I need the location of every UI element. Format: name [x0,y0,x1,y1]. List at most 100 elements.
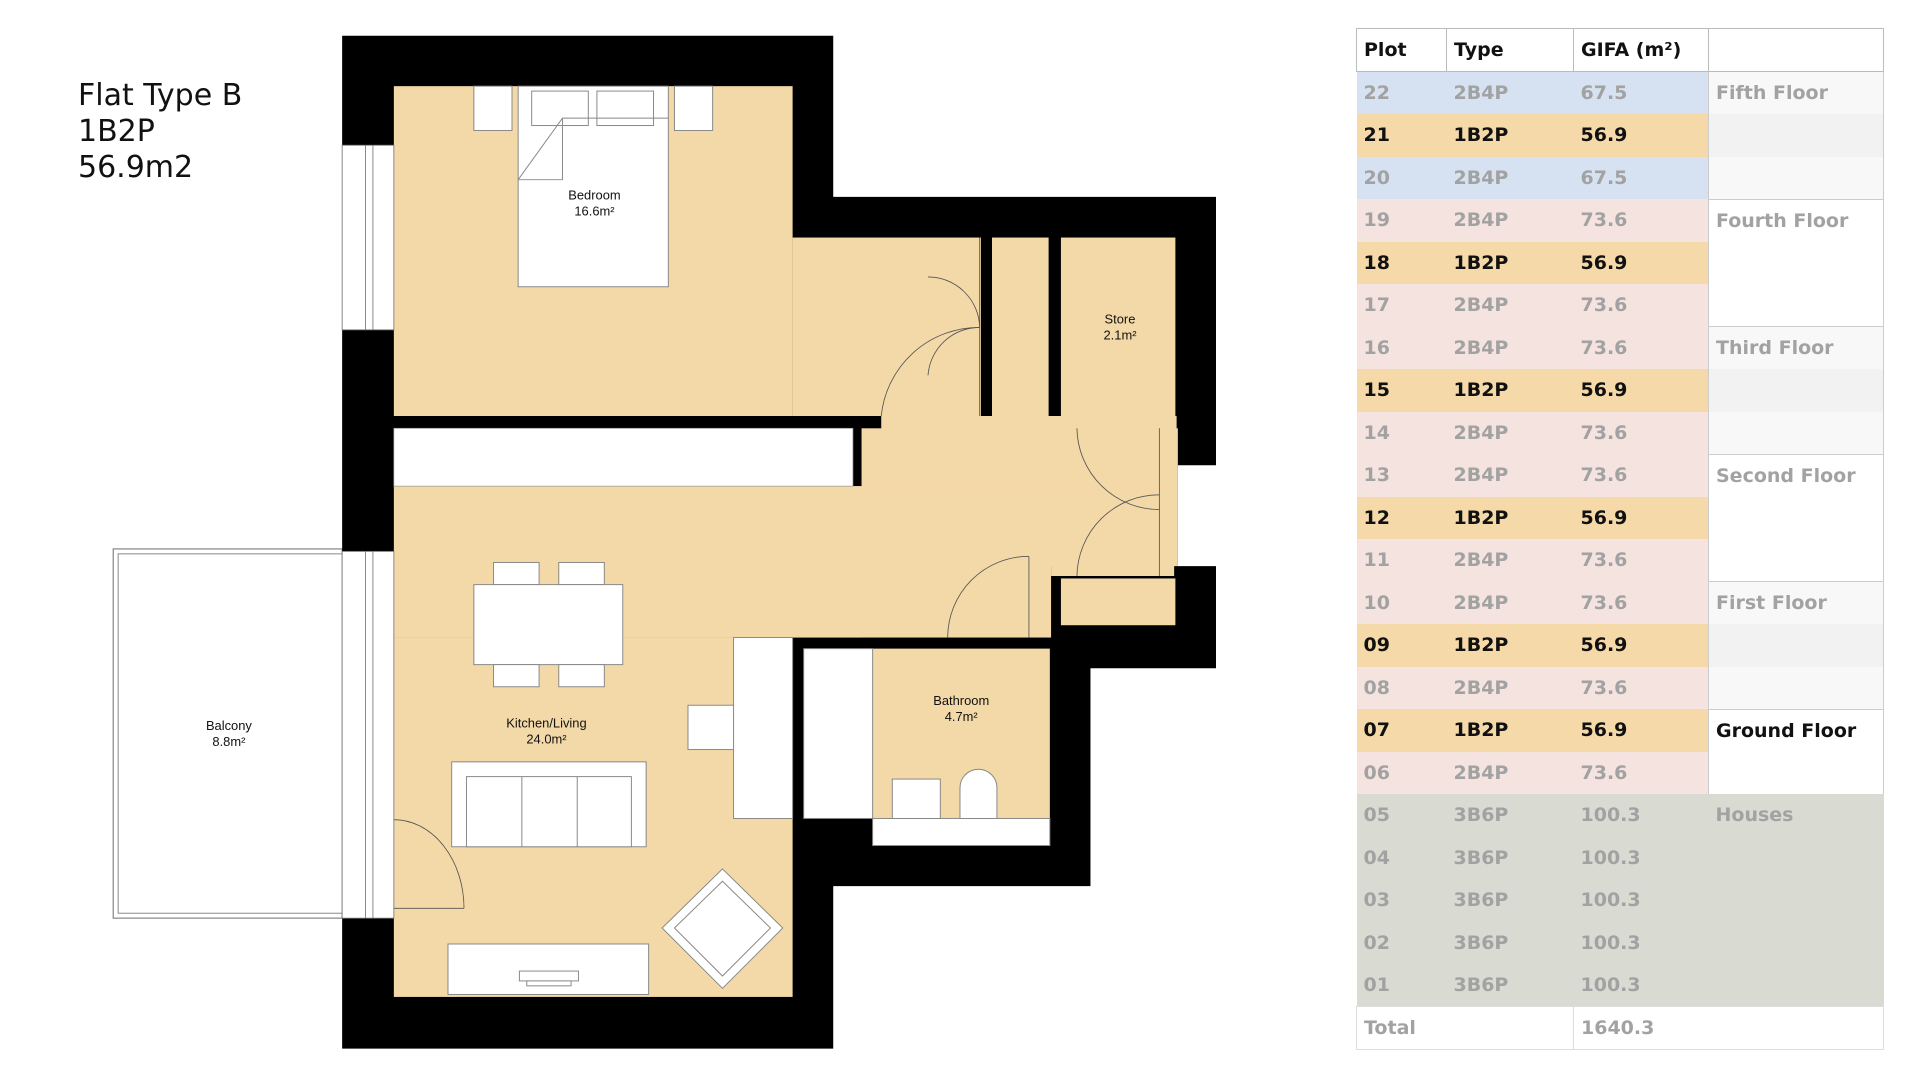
gifa-cell: 73.6 [1573,411,1709,454]
floor-cell [1708,539,1884,582]
gifa-cell: 56.9 [1573,624,1709,667]
plot-cell: 22 [1356,71,1447,114]
gifa-cell: 73.6 [1573,581,1709,624]
header-floor [1708,28,1884,72]
header-plot: Plot [1356,28,1447,72]
floor-cell: Ground Floor [1708,708,1884,752]
gifa-cell: 73.6 [1573,284,1709,327]
kitchen-label: Kitchen/Living [506,715,586,730]
windows [341,144,395,919]
floor-cell [1708,114,1884,157]
gifa-cell: 56.9 [1573,241,1709,284]
floor-cell [1708,666,1884,709]
floor-cell: First Floor [1708,581,1884,624]
plot-cell: 02 [1356,921,1447,964]
floor-cell [1708,496,1884,539]
type-cell: 2B4P [1446,539,1574,582]
plot-cell: 09 [1356,624,1447,667]
plot-cell: 20 [1356,156,1447,199]
type-cell: 2B4P [1446,454,1574,497]
gifa-cell: 56.9 [1573,369,1709,412]
gifa-cell: 100.3 [1573,964,1709,1007]
plot-cell: 07 [1356,709,1447,752]
gifa-cell: 73.6 [1573,751,1709,794]
plot-cell: 19 [1356,199,1447,242]
bathroom-fixtures [803,648,1051,847]
plot-cell: 05 [1356,794,1447,837]
gifa-cell: 73.6 [1573,666,1709,709]
plot-cell: 21 [1356,114,1447,157]
type-cell: 2B4P [1446,326,1574,369]
floor-cell: Second Floor [1708,453,1884,497]
plot-cell: 01 [1356,964,1447,1007]
plot-cell: 17 [1356,284,1447,327]
floor-cell [1708,921,1884,964]
wardrobe [393,427,854,487]
bedroom-furniture [473,85,714,288]
header-type: Type [1446,28,1574,72]
floor-cell [1708,369,1884,412]
floor-cell [1708,879,1884,922]
plot-cell: 10 [1356,581,1447,624]
gifa-cell: 100.3 [1573,879,1709,922]
gifa-cell: 100.3 [1573,921,1709,964]
flat-code: 1B2P [78,114,155,149]
plot-cell: 03 [1356,879,1447,922]
floor-cell [1708,241,1884,284]
gifa-cell: 56.9 [1573,114,1709,157]
gifa-cell: 73.6 [1573,539,1709,582]
type-cell: 3B6P [1446,836,1574,879]
floor-cell [1708,624,1884,667]
bedroom-area: 16.6m² [574,203,615,218]
type-cell: 1B2P [1446,369,1574,412]
type-cell: 2B4P [1446,199,1574,242]
balcony-label: Balcony [206,718,252,733]
type-cell: 2B4P [1446,581,1574,624]
type-cell: 1B2P [1446,114,1574,157]
floor-cell [1708,836,1884,879]
floor-cell: Fifth Floor [1708,71,1884,114]
type-cell: 2B4P [1446,156,1574,199]
plot-cell: 06 [1356,751,1447,794]
plot-cell: 11 [1356,539,1447,582]
gifa-cell: 67.5 [1573,156,1709,199]
bedroom-label: Bedroom [568,187,620,202]
type-cell: 2B4P [1446,751,1574,794]
flat-title: Flat Type B 1B2P 56.9m2 [78,78,242,186]
flat-type: Flat Type B [78,78,243,113]
store-area: 2.1m² [1103,328,1137,343]
kitchen-area: 24.0m² [526,731,567,746]
floor-cell [1708,964,1884,1007]
plot-cell: 16 [1356,326,1447,369]
total-label: Total [1356,1006,1574,1050]
plot-cell: 13 [1356,454,1447,497]
gifa-cell: 73.6 [1573,454,1709,497]
type-cell: 3B6P [1446,964,1574,1007]
gifa-cell: 100.3 [1573,836,1709,879]
type-cell: 2B4P [1446,411,1574,454]
plot-cell: 12 [1356,496,1447,539]
plot-cell: 15 [1356,369,1447,412]
gifa-cell: 67.5 [1573,71,1709,114]
floor-cell: Houses [1708,794,1884,837]
